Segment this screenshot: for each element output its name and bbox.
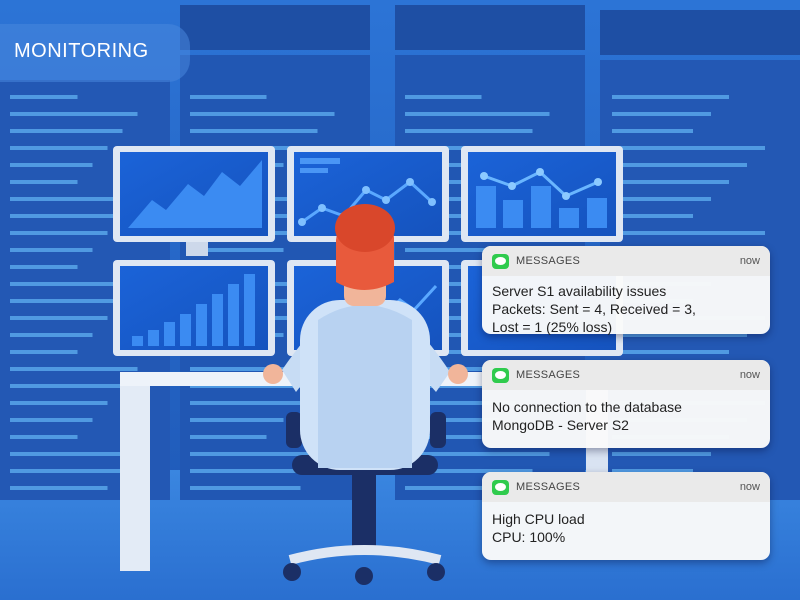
rack-light <box>612 180 729 184</box>
rack-light <box>10 418 93 422</box>
notification-line: Packets: Sent = 4, Received = 3, <box>492 301 696 317</box>
notification-time: now <box>739 481 760 493</box>
rack-light <box>10 401 108 405</box>
rack-light <box>190 435 267 439</box>
rack-light <box>190 401 301 405</box>
notification-header: MESSAGES now <box>482 472 770 502</box>
title-banner <box>0 24 190 82</box>
rack-light <box>612 112 711 116</box>
rack-light <box>612 163 747 167</box>
notification-body: High CPU load CPU: 100% <box>482 502 770 554</box>
rack-light <box>190 469 318 473</box>
rack-light <box>190 248 284 252</box>
rack-light <box>10 384 123 388</box>
rack-light <box>612 95 729 99</box>
messages-icon <box>492 253 509 269</box>
rack-light <box>612 146 765 150</box>
rack-light <box>612 129 693 133</box>
rack-light <box>190 367 335 371</box>
page-title: MONITORING <box>14 40 149 62</box>
notification-card[interactable]: MESSAGES now No connection to the databa… <box>482 360 770 448</box>
rack-light <box>612 231 765 235</box>
rack-light <box>10 214 123 218</box>
rack-light <box>10 146 108 150</box>
rack-light <box>405 401 516 405</box>
monitor-top-right <box>461 146 623 242</box>
rack-light <box>190 486 301 490</box>
notification-body: No connection to the database MongoDB - … <box>482 390 770 442</box>
rack-light <box>190 95 267 99</box>
rack-light <box>405 95 482 99</box>
rack-light <box>10 350 78 354</box>
rack-light <box>405 231 516 235</box>
rack-light <box>10 282 138 286</box>
notification-card[interactable]: MESSAGES now High CPU load CPU: 100% <box>482 472 770 560</box>
notification-header: MESSAGES now <box>482 246 770 276</box>
rack-light <box>190 418 284 422</box>
notification-line: Server S1 availability issues <box>492 283 667 299</box>
rack-light <box>612 333 747 337</box>
rack-light <box>405 248 499 252</box>
notification-line: MongoDB - Server S2 <box>492 417 629 433</box>
rack-light <box>612 469 693 473</box>
rack-light <box>10 180 78 184</box>
rack-light <box>405 112 550 116</box>
rack-light <box>190 112 335 116</box>
notification-body: Server S1 availability issues Packets: S… <box>482 276 770 344</box>
notification-card[interactable]: MESSAGES now Server S1 availability issu… <box>482 246 770 335</box>
rack-light <box>405 146 516 150</box>
rack-light <box>190 129 318 133</box>
rack-light <box>10 435 78 439</box>
notification-time: now <box>739 369 760 381</box>
notification-line: Lost = 1 (25% loss) <box>492 319 613 335</box>
rack-light <box>190 452 335 456</box>
rack-light <box>405 367 550 371</box>
notification-line: CPU: 100% <box>492 529 566 545</box>
rack-light <box>612 214 693 218</box>
rack-light <box>10 486 108 490</box>
monitor-top-left <box>113 146 275 256</box>
rack-light <box>10 95 78 99</box>
rack-light <box>405 129 533 133</box>
rack-light <box>10 248 93 252</box>
rack-light <box>10 452 138 456</box>
rack-light <box>10 299 123 303</box>
rack-light <box>405 163 499 167</box>
monitor-top-center <box>287 146 449 242</box>
rack-light <box>10 129 123 133</box>
rack-light <box>405 316 516 320</box>
notification-app-name: MESSAGES <box>516 481 581 493</box>
rack-light <box>10 163 93 167</box>
rack-light <box>405 486 516 490</box>
rack-light <box>612 452 711 456</box>
rack-light <box>405 333 499 337</box>
operator-person <box>263 204 468 470</box>
notification-line: No connection to the database <box>492 399 682 415</box>
rack-light <box>10 333 93 337</box>
notification-header: MESSAGES now <box>482 360 770 390</box>
rack-light <box>10 367 138 371</box>
monitor-bottom-left <box>113 260 275 356</box>
rack-light <box>405 469 533 473</box>
rack-light <box>10 469 123 473</box>
rack-light <box>612 197 711 201</box>
rack-light <box>405 452 550 456</box>
rack-light <box>10 316 108 320</box>
rack-light <box>10 112 138 116</box>
rack-light <box>405 418 499 422</box>
notification-time: now <box>739 255 760 267</box>
rack-light <box>10 265 78 269</box>
notification-app-name: MESSAGES <box>516 255 581 267</box>
notification-line: High CPU load <box>492 511 585 527</box>
rack-light <box>612 350 729 354</box>
messages-icon <box>492 479 509 495</box>
rack-light <box>10 197 138 201</box>
notification-app-name: MESSAGES <box>516 369 581 381</box>
messages-icon <box>492 367 509 383</box>
rack-light <box>10 231 108 235</box>
